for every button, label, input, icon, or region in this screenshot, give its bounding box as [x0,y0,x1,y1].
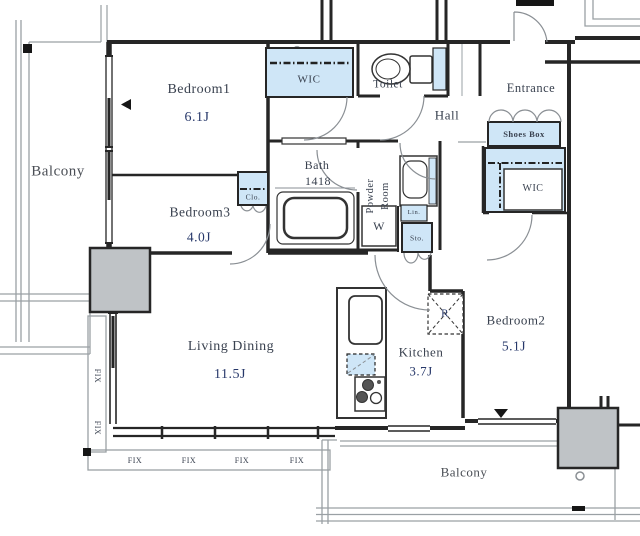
label-kitchen-area: 3.7J [409,363,433,379]
wic-top-box [265,47,354,98]
label-bedroom1: Bedroom1 [167,82,231,97]
window-marker-left [121,99,131,110]
label-wic-right: WIC [522,183,544,194]
label-fix-1: FIX [127,456,143,465]
label-shoes-box: Shoes Box [503,128,545,139]
bedroom2-door [486,214,533,261]
label-hall: Hall [434,107,460,123]
label-fix-left-2: FIX [93,420,102,436]
label-fridge: R [441,307,449,320]
toilet-bowl [371,53,411,85]
entrance-door [513,11,548,43]
label-toilet: Toilet [373,78,403,91]
label-living-dining: Living Dining [187,339,275,354]
label-bath: Bath [304,158,330,172]
bedroom3-door [229,223,271,265]
powder-door [399,142,437,180]
pillars-layer [23,0,620,511]
label-living-area: 11.5J [214,367,246,382]
label-storage: Sto. [410,233,424,243]
bath-door [316,149,358,191]
linen-box [400,204,428,222]
label-fix-4: FIX [289,456,305,465]
label-fix-3: FIX [234,456,250,465]
label-bedroom3: Bedroom3 [169,204,231,220]
window-marker-bottom [494,409,508,418]
pillar-left [88,246,152,314]
label-entrance: Entrance [506,80,556,95]
balcony-rails-layer [0,0,640,524]
doors-layer [229,11,548,311]
storage-box [401,222,433,253]
label-bedroom2: Bedroom2 [486,312,546,328]
label-closet: Clo. [245,192,261,202]
bedroom1-door [303,96,348,141]
kitchen-sink [348,295,383,345]
label-bedroom3-area: 4.0J [186,229,212,245]
pillar-right [556,406,620,470]
washer-space [361,205,397,247]
label-fix-2: FIX [181,456,197,465]
label-powder-room-line1: Powder [364,178,376,214]
shoes-box [487,121,561,147]
fixtures-layer [276,47,464,419]
kitchen-dishwasher [346,353,376,376]
fridge-space [427,293,464,335]
label-bath-size: 1418 [305,174,331,188]
label-balcony-bottom: Balcony [440,464,488,480]
label-linen: Lin. [407,208,421,216]
label-wic-top: WIC [297,73,321,86]
label-washer: W [373,219,385,233]
label-kitchen: Kitchen [398,344,444,360]
storage-layer [237,47,566,264]
label-bedroom2-area: 5.1J [501,338,527,354]
label-balcony-left: Balcony [31,163,85,180]
label-powder-room-line2: Room [379,182,391,210]
living-door [374,254,431,311]
toilet-door [379,95,425,141]
toilet-tank [409,55,433,84]
vanity-sink [402,160,428,199]
label-fix-left-1: FIX [93,368,102,384]
label-bedroom1-area: 6.1J [184,110,210,125]
toilet-cabinet [432,47,447,91]
bathtub [276,191,355,245]
